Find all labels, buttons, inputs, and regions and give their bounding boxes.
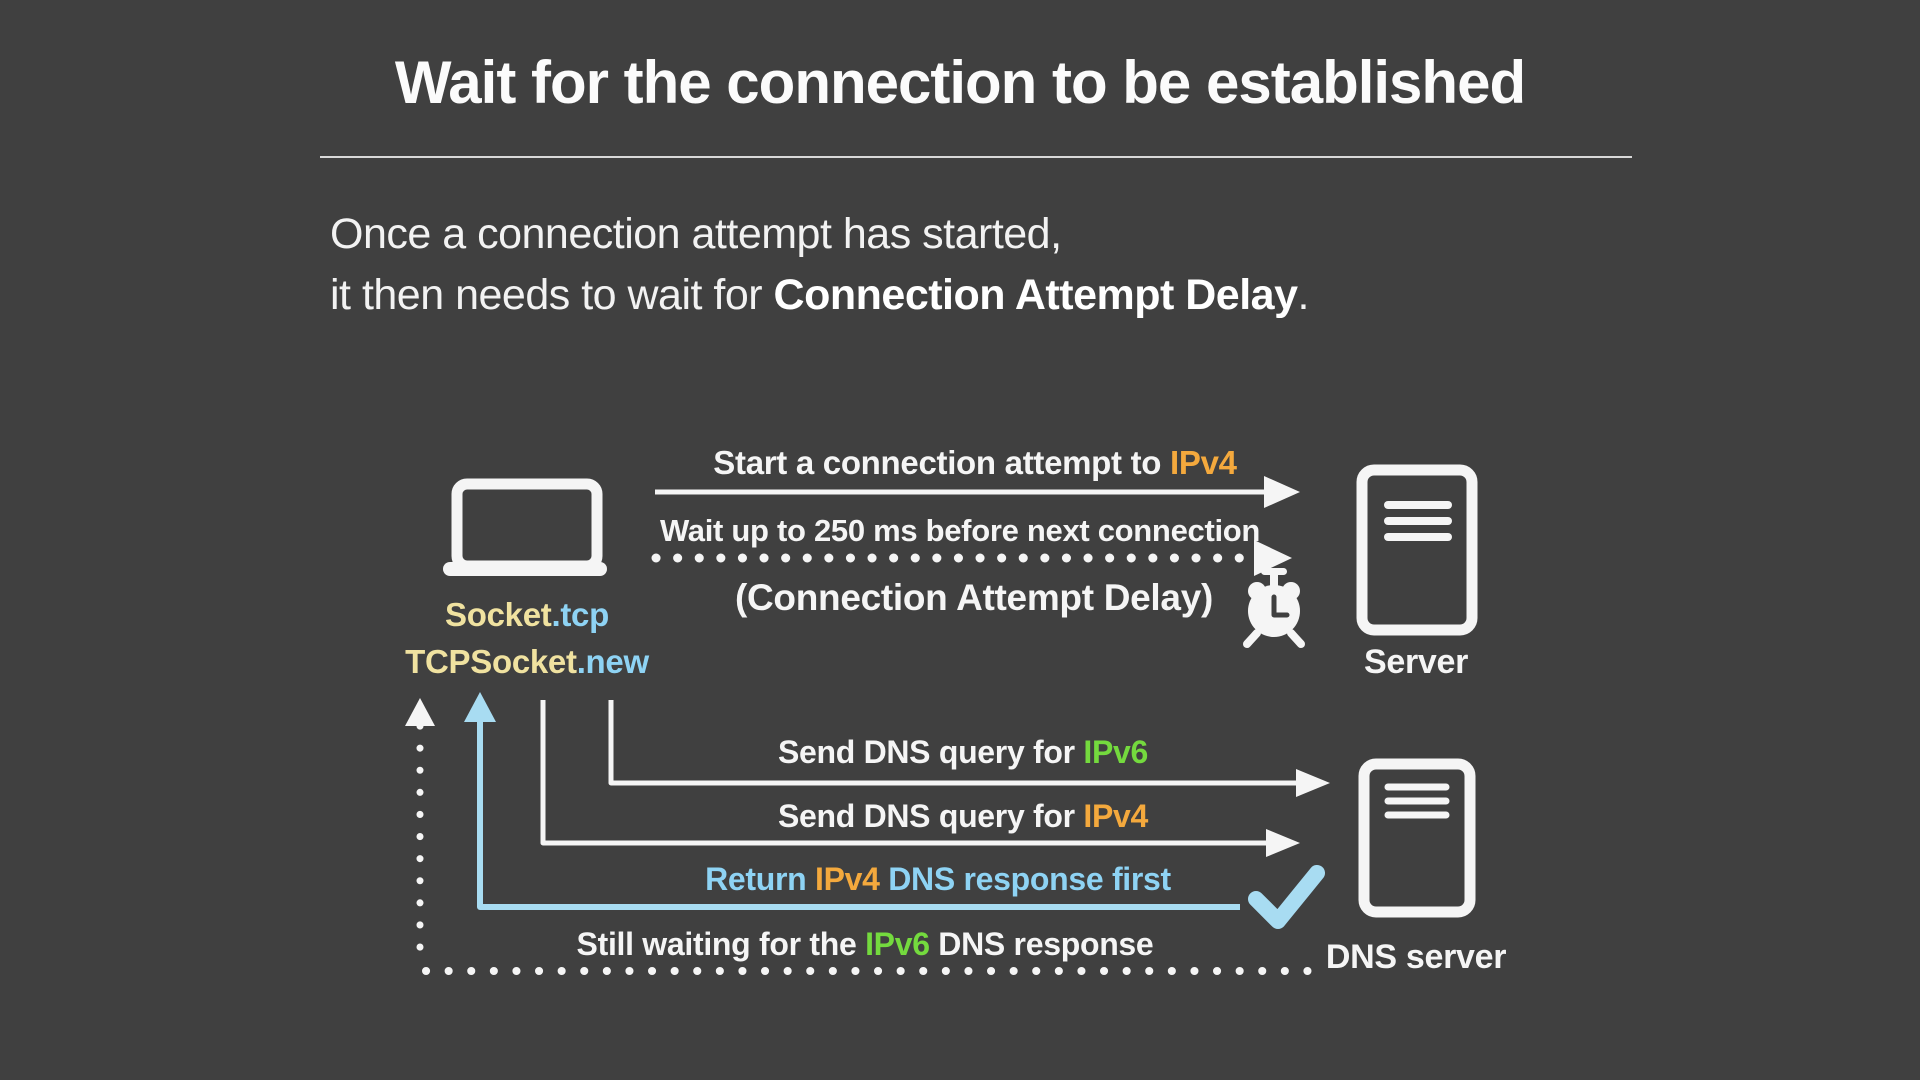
server-label: Server	[1363, 643, 1469, 681]
connect-arrow-label-ipv4: IPv4	[1170, 444, 1237, 481]
dns-query-ipv6-text: Send DNS query for	[777, 734, 1084, 770]
still-waiting-arrow	[405, 698, 1312, 975]
laptop-icon	[443, 478, 607, 576]
dns-server-icon	[1358, 758, 1476, 918]
still-waiting-prefix: Still waiting for the	[576, 926, 866, 962]
connect-arrow-label-text: Start a connection attempt to	[713, 444, 1171, 481]
wait-arrow	[651, 540, 1292, 576]
client-label-new: .new	[576, 643, 649, 680]
dns-server-label: DNS server	[1325, 938, 1507, 976]
checkmark-icon	[1248, 865, 1325, 929]
alarm-clock-icon	[1243, 568, 1305, 648]
wait-arrow-label: Wait up to 250 ms before next connection	[660, 513, 1261, 548]
still-waiting-suffix: DNS response	[929, 926, 1154, 962]
title-divider	[320, 156, 1632, 158]
dns-query-ipv6-label: Send DNS query for IPv6	[663, 734, 1263, 771]
client-label-tcpsocket-new: TCPSocket.new	[377, 643, 677, 681]
dns-query-ipv6-highlight: IPv6	[1083, 734, 1149, 770]
connect-arrow-label: Start a connection attempt to IPv4	[655, 444, 1295, 482]
return-response-arrow	[464, 692, 1240, 910]
intro-line-2-suffix: .	[1297, 271, 1310, 319]
dns-query-ipv4-highlight: IPv4	[1083, 798, 1149, 834]
client-label-tcpsocket: TCPSocket	[405, 643, 577, 680]
dns-query-ipv4-arrow	[540, 700, 1300, 857]
page-title: Wait for the connection to be establishe…	[394, 49, 1526, 116]
still-waiting-label: Still waiting for the IPv6 DNS response	[565, 926, 1165, 963]
client-label-socket-tcp: Socket.tcp	[377, 596, 677, 634]
intro-line-2-prefix: it then needs to wait for	[330, 271, 774, 319]
client-label-tcp: .tcp	[551, 596, 609, 633]
connect-arrow	[655, 476, 1300, 508]
server-icon	[1356, 464, 1478, 636]
intro-text: Once a connection attempt has started, i…	[330, 204, 1309, 326]
intro-line-2: it then needs to wait for Connection Att…	[330, 265, 1309, 326]
return-response-suffix: DNS response first	[879, 861, 1171, 897]
dns-query-ipv6-arrow	[608, 700, 1330, 797]
still-waiting-ipv6: IPv6	[865, 926, 930, 962]
return-response-prefix: Return	[705, 861, 815, 897]
return-response-label: Return IPv4 DNS response first	[638, 861, 1238, 898]
client-label-socket: Socket	[445, 596, 552, 633]
intro-line-2-emphasis: Connection Attempt Delay	[773, 271, 1298, 319]
dns-query-ipv4-label: Send DNS query for IPv4	[663, 798, 1263, 835]
dns-query-ipv4-text: Send DNS query for	[777, 798, 1084, 834]
connection-attempt-delay-label: (Connection Attempt Delay)	[734, 577, 1213, 618]
return-response-ipv4: IPv4	[814, 861, 880, 897]
intro-line-1: Once a connection attempt has started,	[330, 210, 1062, 258]
